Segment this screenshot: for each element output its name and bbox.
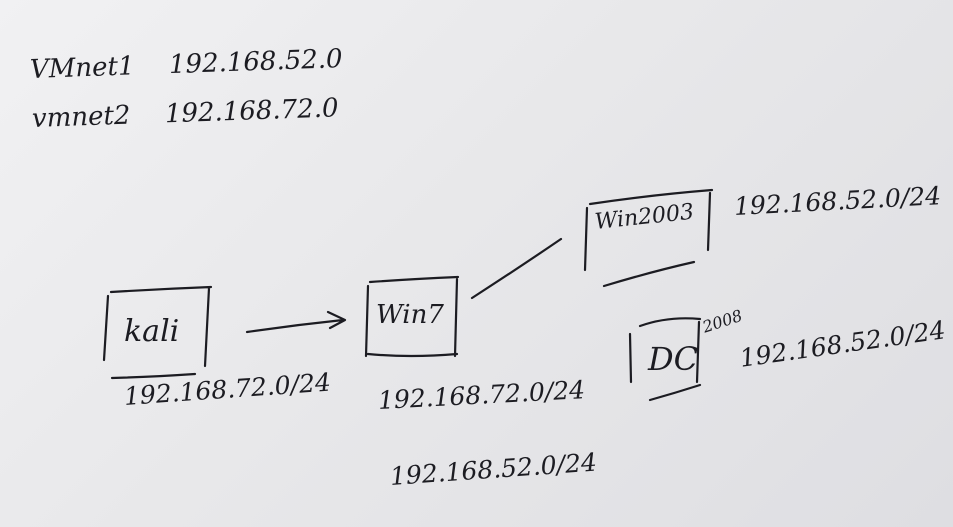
legend-vmnet2-subnet: 192.168.72.0 [164, 93, 340, 130]
kali-box [102, 285, 213, 380]
legend-vmnet1-name: VMnet1 [29, 51, 135, 85]
win2003-box [583, 188, 714, 288]
win7-box [364, 275, 460, 358]
win7-label: Win7 [376, 300, 444, 330]
dc-box [628, 317, 702, 402]
legend-vmnet1-subnet: 192.168.52.0 [168, 44, 344, 81]
legend-vmnet2-name: vmnet2 [31, 100, 131, 134]
dc-label: DC [648, 340, 699, 378]
line-win7-to-win2003 [470, 237, 563, 300]
kali-label: kali [124, 314, 180, 349]
arrow-kali-to-win7 [245, 310, 347, 334]
